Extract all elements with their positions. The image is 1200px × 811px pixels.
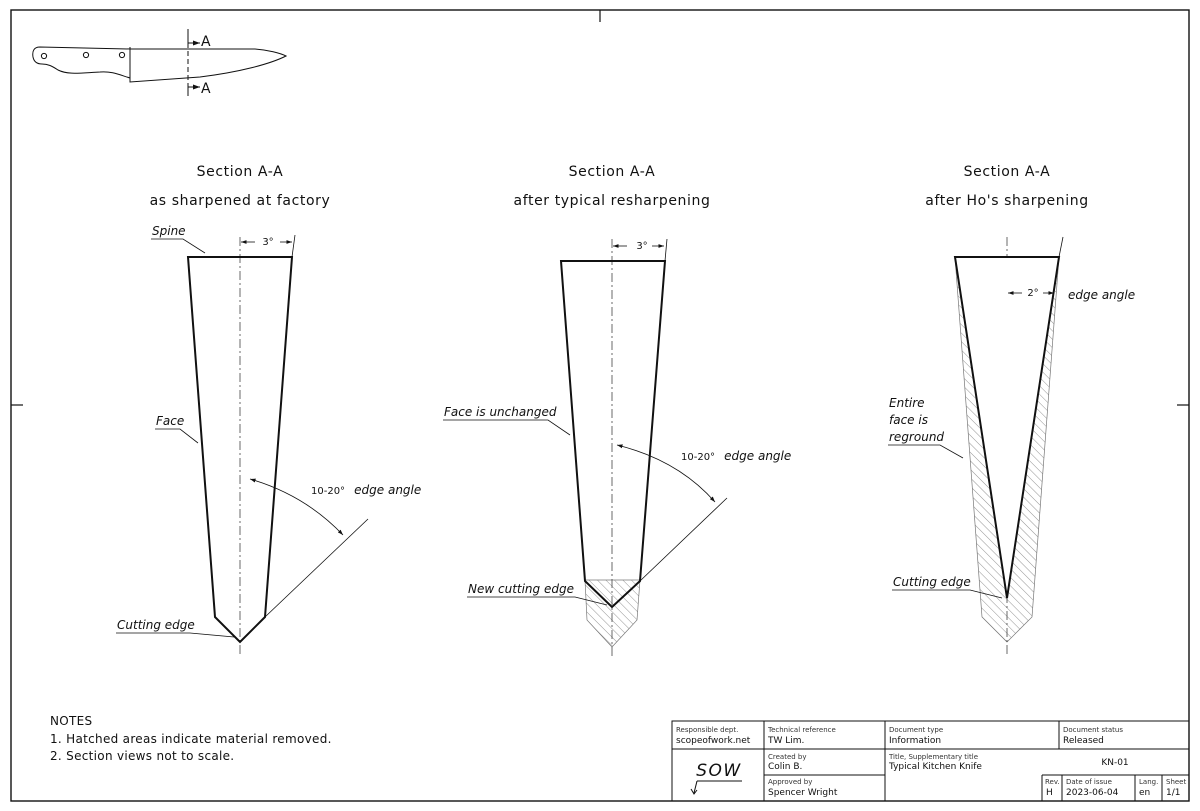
edge-angle-label: 10-20° edge angle: [311, 479, 421, 498]
edge-angle-arc: [249, 478, 344, 536]
sheet: 1/1: [1166, 788, 1180, 798]
edge-angle-arc: [616, 444, 716, 503]
section-subtitle: as sharpened at factory: [150, 193, 331, 209]
note-item: 1. Hatched areas indicate material remov…: [50, 732, 332, 746]
created-by: Colin B.: [768, 762, 802, 772]
knife-blade-outline: [129, 48, 288, 83]
edge-angle-label: 10-20° edge angle: [681, 445, 791, 464]
technical-reference-label: Technical reference: [767, 726, 836, 734]
label-face-line3: reground: [889, 430, 944, 444]
label-face-line1: Entire: [889, 396, 925, 410]
angle-dimension: 3°: [262, 237, 273, 248]
removed-material-hatch: [584, 579, 641, 648]
label-spine: Spine: [152, 224, 186, 238]
notes: NOTES 1. Hatched areas indicate material…: [50, 714, 332, 763]
cut-label-bottom: A: [201, 81, 211, 97]
section-subtitle: after Ho's sharpening: [925, 193, 1088, 209]
rev-label: Rev.: [1045, 778, 1060, 786]
blade-profile: [953, 256, 1061, 599]
section-factory: Section A-A as sharpened at factory 3° 1…: [116, 164, 421, 654]
edge-angle-word: edge angle: [724, 449, 791, 463]
cut-label-top: A: [201, 34, 211, 50]
date-of-issue: 2023-06-04: [1066, 788, 1119, 798]
document-type: Information: [889, 736, 941, 746]
document-status: Released: [1063, 736, 1104, 746]
angle-dimension: 3°: [636, 241, 647, 252]
label-face-line2: face is: [889, 413, 928, 427]
label-cutting-edge: New cutting edge: [468, 582, 574, 596]
approved-by-label: Approved by: [768, 778, 812, 786]
technical-reference: TW Lim.: [767, 736, 804, 746]
document-number: KN-01: [1101, 758, 1128, 768]
date-label: Date of issue: [1066, 778, 1112, 786]
created-by-label: Created by: [768, 753, 807, 761]
center-marks: [11, 10, 1189, 406]
responsible-dept-label: Responsible dept.: [676, 726, 738, 734]
note-item: 2. Section views not to scale.: [50, 749, 234, 763]
section-title: Section A-A: [197, 164, 284, 180]
label-cutting-edge: Cutting edge: [893, 575, 971, 589]
approved-by: Spencer Wright: [768, 788, 838, 798]
rev: H: [1046, 788, 1053, 798]
sheet-label: Sheet: [1166, 778, 1186, 786]
edge-angle-word: edge angle: [354, 483, 421, 497]
logo-text: SOW: [696, 761, 741, 781]
section-title: Section A-A: [569, 164, 656, 180]
edge-angle-value: 10-20°: [681, 452, 715, 463]
angle-dimension: 2°: [1027, 288, 1038, 299]
lang: en: [1139, 788, 1150, 798]
section-typical: Section A-A after typical resharpening 3…: [443, 164, 791, 656]
edge-extension-line: [264, 518, 369, 618]
section-ho: Section A-A after Ho's sharpening 2° edg…: [888, 164, 1135, 654]
label-face: Face is unchanged: [444, 405, 557, 419]
label-face: Face: [156, 414, 184, 428]
blade-profile: [559, 260, 667, 609]
edge-angle-word: edge angle: [1068, 288, 1135, 302]
title-label: Title, Supplementary title: [888, 753, 978, 761]
title-block: Responsible dept. scopeofwork.net Techni…: [671, 720, 1190, 802]
drawing-title: Typical Kitchen Knife: [888, 762, 982, 772]
logo: SOW: [690, 761, 742, 795]
responsible-dept: scopeofwork.net: [676, 736, 751, 746]
document-status-label: Document status: [1063, 726, 1123, 734]
edge-angle-value: 10-20°: [311, 486, 345, 497]
notes-heading: NOTES: [50, 714, 92, 728]
section-title: Section A-A: [964, 164, 1051, 180]
edge-extension-line: [639, 497, 728, 582]
knife-handle-outline: [32, 46, 131, 79]
section-subtitle: after typical resharpening: [514, 193, 711, 209]
document-type-label: Document type: [889, 726, 943, 734]
blade-profile: [186, 256, 294, 644]
lang-label: Lang.: [1139, 778, 1158, 786]
knife-overview: [32, 40, 288, 90]
label-cutting-edge: Cutting edge: [117, 618, 195, 632]
